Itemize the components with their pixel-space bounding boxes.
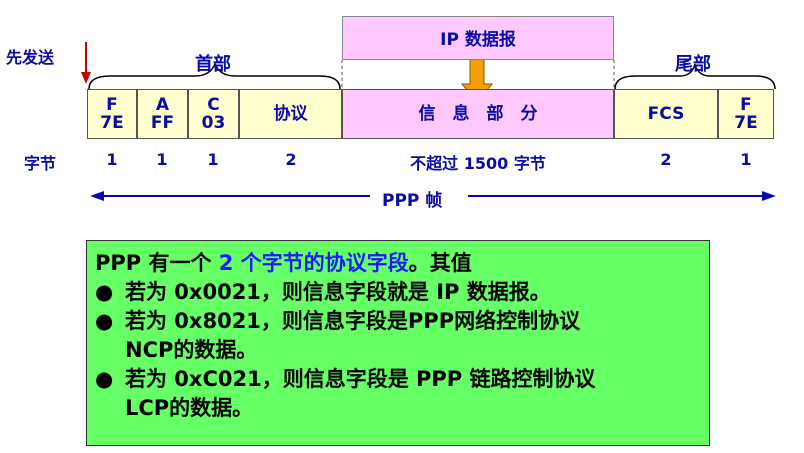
- ip-datagram-label: IP 数据报: [440, 30, 516, 50]
- trailer-brace: [614, 63, 776, 90]
- protocol-note: PPP 有一个 2 个字节的协议字段。其值 ● 若为 0x0021，则信息字段就…: [86, 240, 710, 446]
- header-brace: [88, 62, 341, 90]
- byte-count-address: 1: [156, 150, 168, 169]
- header-label: 首部: [195, 54, 231, 75]
- byte-count-flag-end: 1: [740, 150, 752, 169]
- byte-label: 字节: [24, 154, 57, 173]
- byte-count-flag-start: 1: [106, 150, 118, 169]
- trailer-label: 尾部: [675, 54, 711, 75]
- note-bullet: ● 若为 0x0021，则信息字段就是 IP 数据报。: [95, 280, 551, 304]
- byte-count-control: 1: [207, 150, 219, 169]
- note-intro: PPP 有一个 2 个字节的协议字段。其值: [95, 251, 472, 275]
- ip-datagram-box: IP 数据报: [342, 16, 614, 60]
- byte-count-fcs: 2: [660, 150, 672, 169]
- field-information: 信 息 部 分: [342, 89, 614, 139]
- frame-label: PPP 帧: [382, 191, 443, 211]
- field-fcs: FCS: [614, 89, 718, 139]
- field-protocol: 协议: [239, 89, 342, 139]
- byte-count-information: 不超过 1500 字节: [410, 154, 546, 173]
- send-first-label: 先发送: [6, 48, 55, 67]
- byte-count-protocol: 2: [285, 150, 297, 169]
